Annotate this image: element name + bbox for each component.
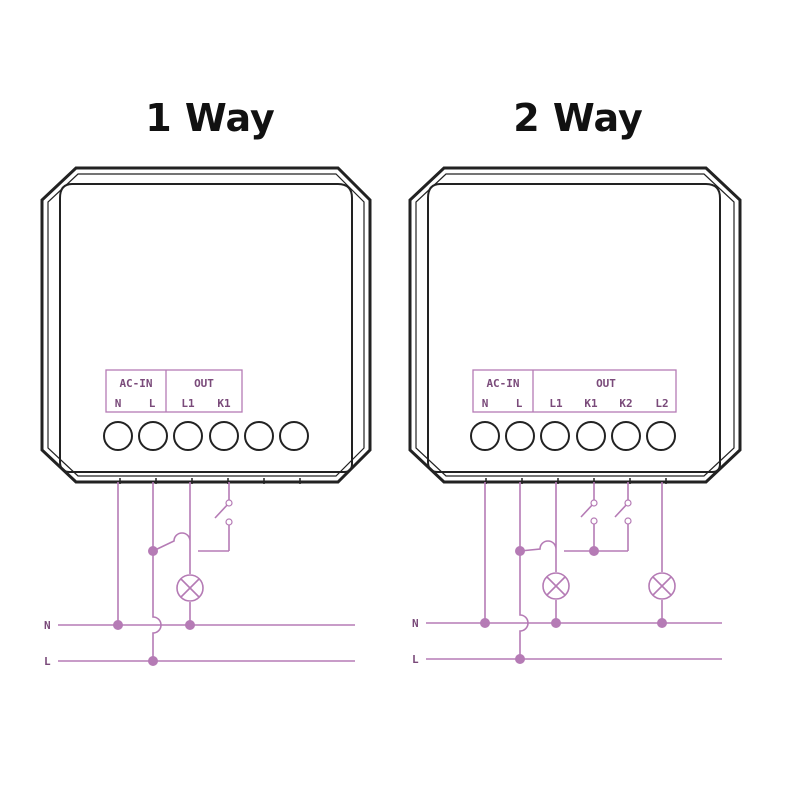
terminal-screw <box>611 421 641 451</box>
terminal-screw <box>209 421 239 451</box>
terminal-label-k2-2: K2 <box>619 397 632 410</box>
junction-dots-2 <box>480 546 667 664</box>
diagram-1-title: 1 Way <box>145 96 275 140</box>
bus-label-l-1: L <box>44 655 51 668</box>
terminal-label-l1-2: L1 <box>549 397 563 410</box>
terminal-screws-1 <box>103 421 309 451</box>
junction-dot <box>113 620 123 630</box>
switch-contact <box>225 499 233 507</box>
terminal-label-n-1: N <box>115 397 122 410</box>
switch-module-2 <box>408 166 742 484</box>
junction-dot <box>185 620 195 630</box>
junction-dots-1 <box>113 546 195 666</box>
terminal-screw <box>646 421 676 451</box>
terminal-screw <box>540 421 570 451</box>
switch-contact <box>225 518 233 526</box>
junction-dot <box>551 618 561 628</box>
terminal-label-l1-1: L1 <box>181 397 195 410</box>
junction-dot <box>589 546 599 556</box>
terminal-screw <box>173 421 203 451</box>
terminal-screw <box>103 421 133 451</box>
terminal-screw <box>244 421 274 451</box>
bus-label-n-2: N <box>412 617 419 630</box>
wiring-1 <box>58 482 355 662</box>
junction-dot <box>657 618 667 628</box>
terminal-label-block-2: AC-IN OUT N L L1 K1 K2 L2 <box>472 369 677 413</box>
header-ac-in-1: AC-IN <box>119 377 152 390</box>
terminal-label-l-2: L <box>516 397 523 410</box>
wiring-2 <box>426 482 722 660</box>
header-ac-in-2: AC-IN <box>486 377 519 390</box>
terminal-screw <box>279 421 309 451</box>
terminal-label-k1-1: K1 <box>217 397 231 410</box>
terminal-label-n-2: N <box>482 397 489 410</box>
terminal-screw <box>470 421 500 451</box>
switch-module-1 <box>40 166 372 484</box>
junction-dot <box>515 546 525 556</box>
terminal-screws-2 <box>470 421 676 451</box>
header-out-2: OUT <box>596 377 616 390</box>
junction-dot <box>148 656 158 666</box>
header-out-1: OUT <box>194 377 214 390</box>
bus-label-l-2: L <box>412 653 419 666</box>
terminal-screw <box>138 421 168 451</box>
terminal-screw <box>505 421 535 451</box>
terminal-label-l-1: L <box>149 397 156 410</box>
switch-contact <box>590 517 598 525</box>
diagram-2-title: 2 Way <box>513 96 643 140</box>
switch-contact <box>624 517 632 525</box>
junction-dot <box>148 546 158 556</box>
junction-dot <box>480 618 490 628</box>
bus-label-n-1: N <box>44 619 51 632</box>
terminal-label-block-1: AC-IN OUT N L L1 K1 <box>105 369 243 413</box>
terminal-label-k1-2: K1 <box>584 397 598 410</box>
junction-dot <box>515 654 525 664</box>
switch-contact <box>590 499 598 507</box>
switch-contact <box>624 499 632 507</box>
terminal-label-l2-2: L2 <box>655 397 668 410</box>
terminal-screw <box>576 421 606 451</box>
